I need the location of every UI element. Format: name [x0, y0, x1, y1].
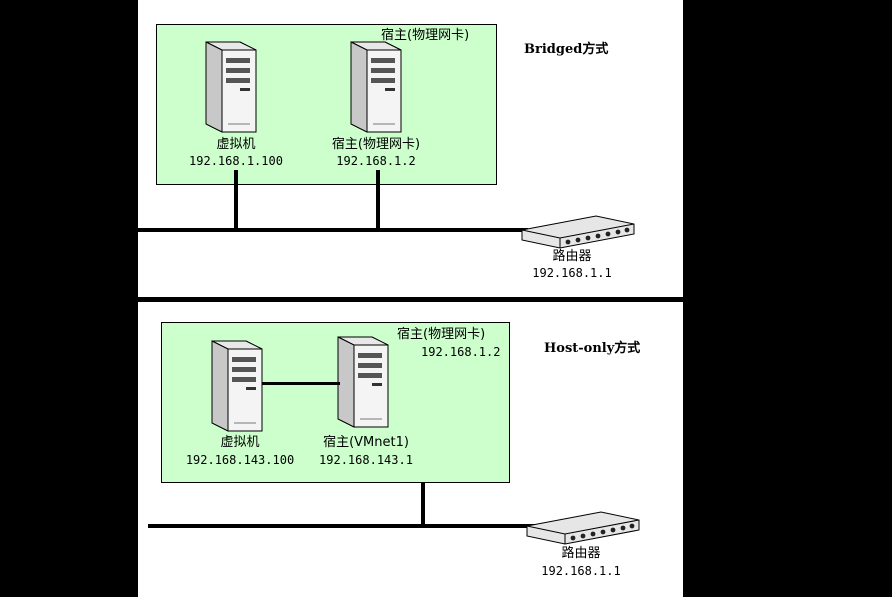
server-icon: [332, 331, 394, 429]
bridged-router-name: 路由器: [552, 249, 592, 264]
bridged-host-ip: 192.168.1.2: [336, 154, 416, 168]
router-icon: [523, 508, 643, 548]
hostonly-router-name: 路由器: [561, 546, 601, 561]
hostonly-vm-host-link: [262, 382, 340, 385]
hostonly-mode-label: Host-only方式: [544, 341, 641, 356]
bridged-vm-ip: 192.168.1.100: [189, 154, 283, 168]
hostonly-vm-ip: 192.168.143.100: [185, 453, 295, 467]
server-icon: [206, 335, 268, 433]
bridged-host-link: [376, 170, 380, 230]
bridged-vm-name: 虚拟机: [216, 137, 256, 152]
hostonly-vm-name: 虚拟机: [220, 435, 260, 450]
bridged-router-ip: 192.168.1.1: [532, 266, 612, 280]
hostonly-panel: 宿主(物理网卡) 192.168.1.2 Host-only方式 虚拟机 192…: [138, 302, 683, 597]
hostonly-box-ip: 192.168.1.2: [421, 345, 501, 359]
bridged-box-label: 宿主(物理网卡): [381, 28, 470, 43]
hostonly-host-ip: 192.168.143.1: [319, 453, 413, 467]
hostonly-router-ip: 192.168.1.1: [541, 564, 621, 578]
server-icon: [200, 36, 262, 134]
hostonly-box-link: [421, 483, 425, 527]
bridged-vm-link: [234, 170, 238, 230]
server-icon: [345, 36, 407, 134]
bridged-mode-label: Bridged方式: [524, 42, 609, 57]
bridged-network-line: [138, 228, 528, 232]
hostonly-box-label: 宿主(物理网卡): [397, 327, 486, 342]
router-icon: [518, 212, 638, 252]
bridged-panel: 宿主(物理网卡) Bridged方式 虚拟机 192.168.1.100 宿主(…: [138, 0, 683, 297]
bridged-host-name: 宿主(物理网卡): [331, 137, 421, 152]
hostonly-network-line: [148, 524, 538, 528]
hostonly-host-name: 宿主(VMnet1): [323, 435, 409, 450]
